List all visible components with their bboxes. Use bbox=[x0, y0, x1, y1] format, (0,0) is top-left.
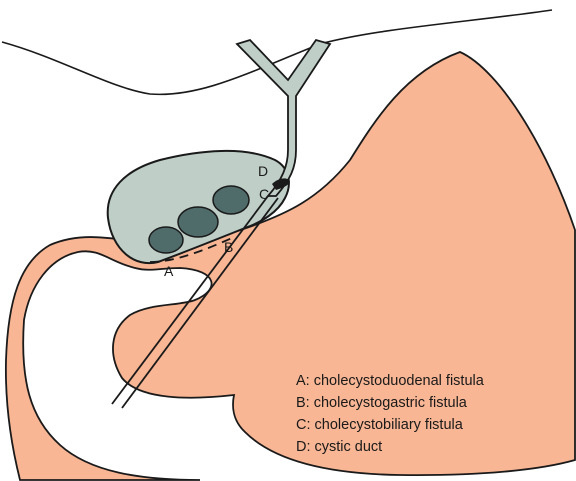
label-b: B bbox=[224, 239, 233, 255]
legend-item-d: D: cystic duct bbox=[296, 439, 382, 455]
label-a: A bbox=[164, 263, 174, 279]
label-d: D bbox=[258, 163, 268, 179]
gallstone-1 bbox=[149, 227, 183, 253]
gallstone-2 bbox=[178, 207, 218, 237]
legend-item-a: A: cholecystoduodenal fistula bbox=[296, 373, 485, 389]
gallstone-3 bbox=[213, 186, 249, 214]
legend-item-c: C: cholecystobiliary fistula bbox=[296, 417, 464, 433]
legend-item-b: B: cholecystogastric fistula bbox=[296, 395, 468, 411]
label-c: C bbox=[259, 186, 269, 202]
